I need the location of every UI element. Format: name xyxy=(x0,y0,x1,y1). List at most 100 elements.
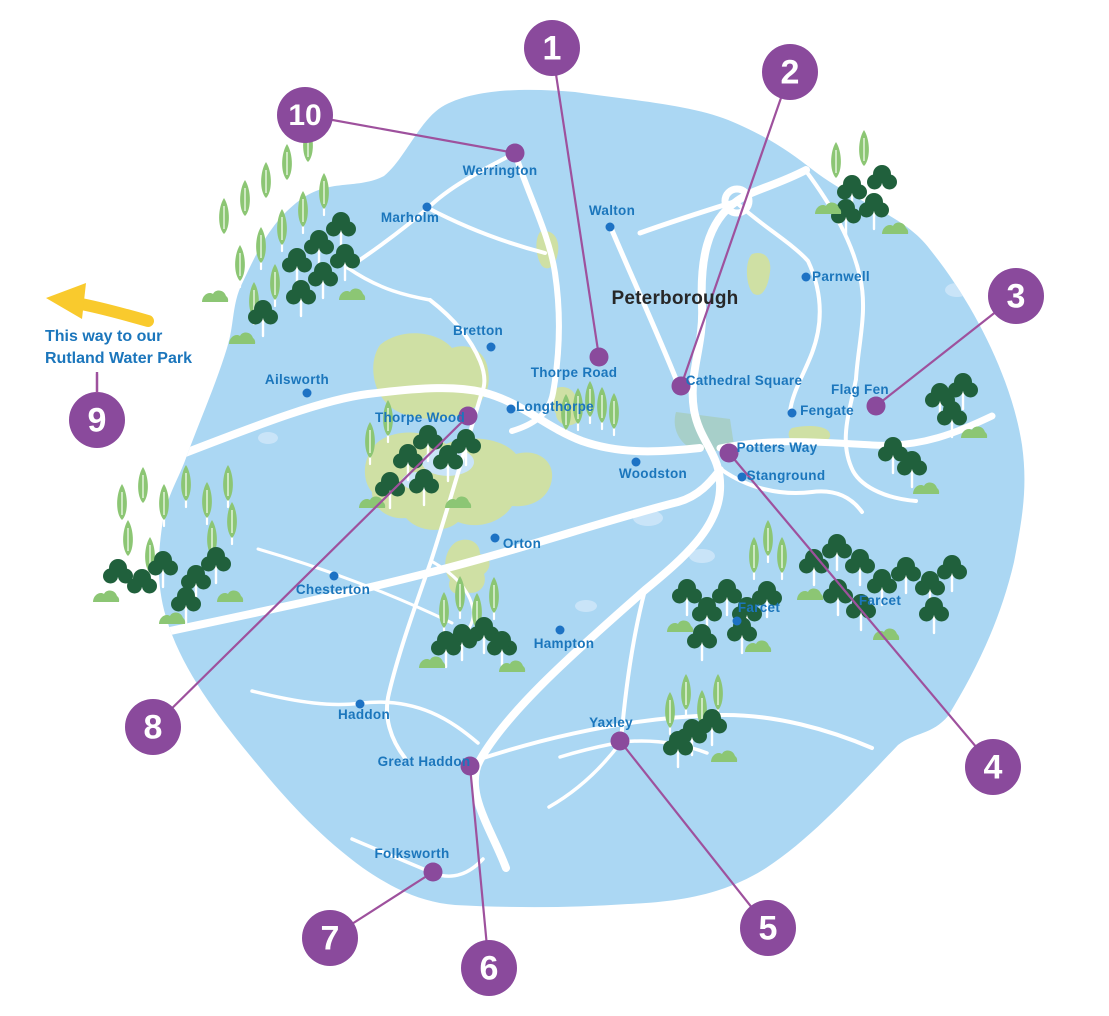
numbered-markers: 1 2 3 4 5 6 7 8 9 10 xyxy=(69,20,1044,996)
bush-icon xyxy=(93,590,120,602)
round-tree-icon xyxy=(822,534,852,572)
poplar-tree-icon xyxy=(383,400,393,444)
map-marker-10[interactable]: 10 xyxy=(277,87,333,143)
round-tree-icon xyxy=(282,248,312,286)
poplar-tree-icon xyxy=(256,227,266,271)
map-marker-9[interactable]: 9 xyxy=(69,392,125,448)
road xyxy=(158,466,724,644)
rutland-arrow-head-icon xyxy=(46,283,86,319)
marker-number: 4 xyxy=(984,749,1003,787)
poplar-tree-icon xyxy=(277,209,287,253)
poplar-tree-icon xyxy=(319,173,329,217)
marker-circle[interactable] xyxy=(277,87,333,143)
lake xyxy=(945,283,969,297)
map-marker-6[interactable]: 6 xyxy=(461,940,517,996)
marker-number: 7 xyxy=(321,920,340,958)
bush-icon xyxy=(499,660,526,672)
marker-target-dot xyxy=(505,143,525,163)
round-tree-icon xyxy=(127,569,157,607)
place-label: Longthorpe xyxy=(516,399,594,414)
bush-icon xyxy=(445,496,472,508)
round-tree-icon xyxy=(286,280,316,318)
place-dot xyxy=(329,571,339,581)
poplar-tree-icon xyxy=(585,381,595,425)
marker-circle[interactable] xyxy=(762,44,818,100)
marker-circle[interactable] xyxy=(302,910,358,966)
bush-icon xyxy=(913,482,940,494)
poplar-tree-icon xyxy=(831,142,841,186)
bush-icon xyxy=(217,590,244,602)
marker-circle[interactable] xyxy=(125,699,181,755)
poplar-tree-icon xyxy=(240,180,250,224)
round-tree-icon xyxy=(831,199,861,237)
road xyxy=(470,166,810,872)
marker-number: 5 xyxy=(759,910,778,948)
poplar-tree-icon xyxy=(561,394,571,438)
marker-circle[interactable] xyxy=(69,392,125,448)
marker-circle[interactable] xyxy=(988,268,1044,324)
marker-circle[interactable] xyxy=(461,940,517,996)
poplar-tree-icon xyxy=(117,484,127,528)
marker-number: 8 xyxy=(144,709,163,747)
bush-icon xyxy=(339,288,366,300)
place-dot xyxy=(555,625,565,635)
marker-number: 2 xyxy=(781,54,800,92)
map-marker-1[interactable]: 1 xyxy=(524,20,580,76)
bush-icon xyxy=(711,750,738,762)
poplar-tree-icon xyxy=(227,502,237,546)
place-label: Parnwell xyxy=(812,269,870,284)
marker-circle[interactable] xyxy=(524,20,580,76)
lake xyxy=(689,549,715,563)
map-marker-7[interactable]: 7 xyxy=(302,910,358,966)
place-dot xyxy=(355,699,365,709)
rutland-arrow-icon xyxy=(70,297,154,327)
round-tree-icon xyxy=(919,597,949,635)
marker-target-dot xyxy=(719,443,739,463)
round-tree-icon xyxy=(304,230,334,268)
round-tree-icon xyxy=(148,551,178,589)
marker-target-dot xyxy=(458,406,478,426)
round-tree-icon xyxy=(727,617,757,655)
round-tree-icon xyxy=(915,571,945,609)
marker-circle[interactable] xyxy=(740,900,796,956)
map-marker-2[interactable]: 2 xyxy=(762,44,818,100)
place-label: Haddon xyxy=(338,707,390,722)
place-label: Chesterton xyxy=(296,582,370,597)
bush-icon xyxy=(797,588,824,600)
road xyxy=(509,150,562,434)
marker-leader-line xyxy=(679,71,792,387)
place-dot xyxy=(490,533,500,543)
place-label: Stanground xyxy=(747,468,826,483)
road xyxy=(168,384,704,462)
road xyxy=(619,588,647,743)
round-tree-icon xyxy=(712,579,742,617)
poplar-tree-icon xyxy=(763,520,773,564)
round-tree-icon xyxy=(697,709,727,747)
poplar-tree-icon xyxy=(282,144,292,188)
poplar-tree-icon xyxy=(439,592,449,636)
marker-circle[interactable] xyxy=(965,739,1021,795)
marker-target-dot xyxy=(671,376,691,396)
map-marker-4[interactable]: 4 xyxy=(965,739,1021,795)
poplar-tree-icon xyxy=(261,162,271,206)
map-marker-5[interactable]: 5 xyxy=(740,900,796,956)
signpost-line1: This way to our xyxy=(45,328,162,345)
roundabout xyxy=(721,185,753,217)
place-label: Woodston xyxy=(619,466,687,481)
map-marker-3[interactable]: 3 xyxy=(988,268,1044,324)
place-dot xyxy=(801,272,811,282)
round-tree-icon xyxy=(859,193,889,231)
round-tree-icon xyxy=(948,373,978,411)
map-marker-8[interactable]: 8 xyxy=(125,699,181,755)
place-dot xyxy=(787,408,797,418)
bush-icon xyxy=(667,620,694,632)
poplar-tree-icon xyxy=(138,467,148,511)
signpost-line2: Rutland Water Park xyxy=(45,350,192,367)
round-tree-icon xyxy=(103,559,133,597)
place-label: Werrington xyxy=(463,163,538,178)
poplar-tree-icon xyxy=(455,576,465,620)
bush-icon xyxy=(202,290,229,302)
marker-number: 1 xyxy=(543,30,562,68)
poplar-tree-icon xyxy=(223,465,233,509)
